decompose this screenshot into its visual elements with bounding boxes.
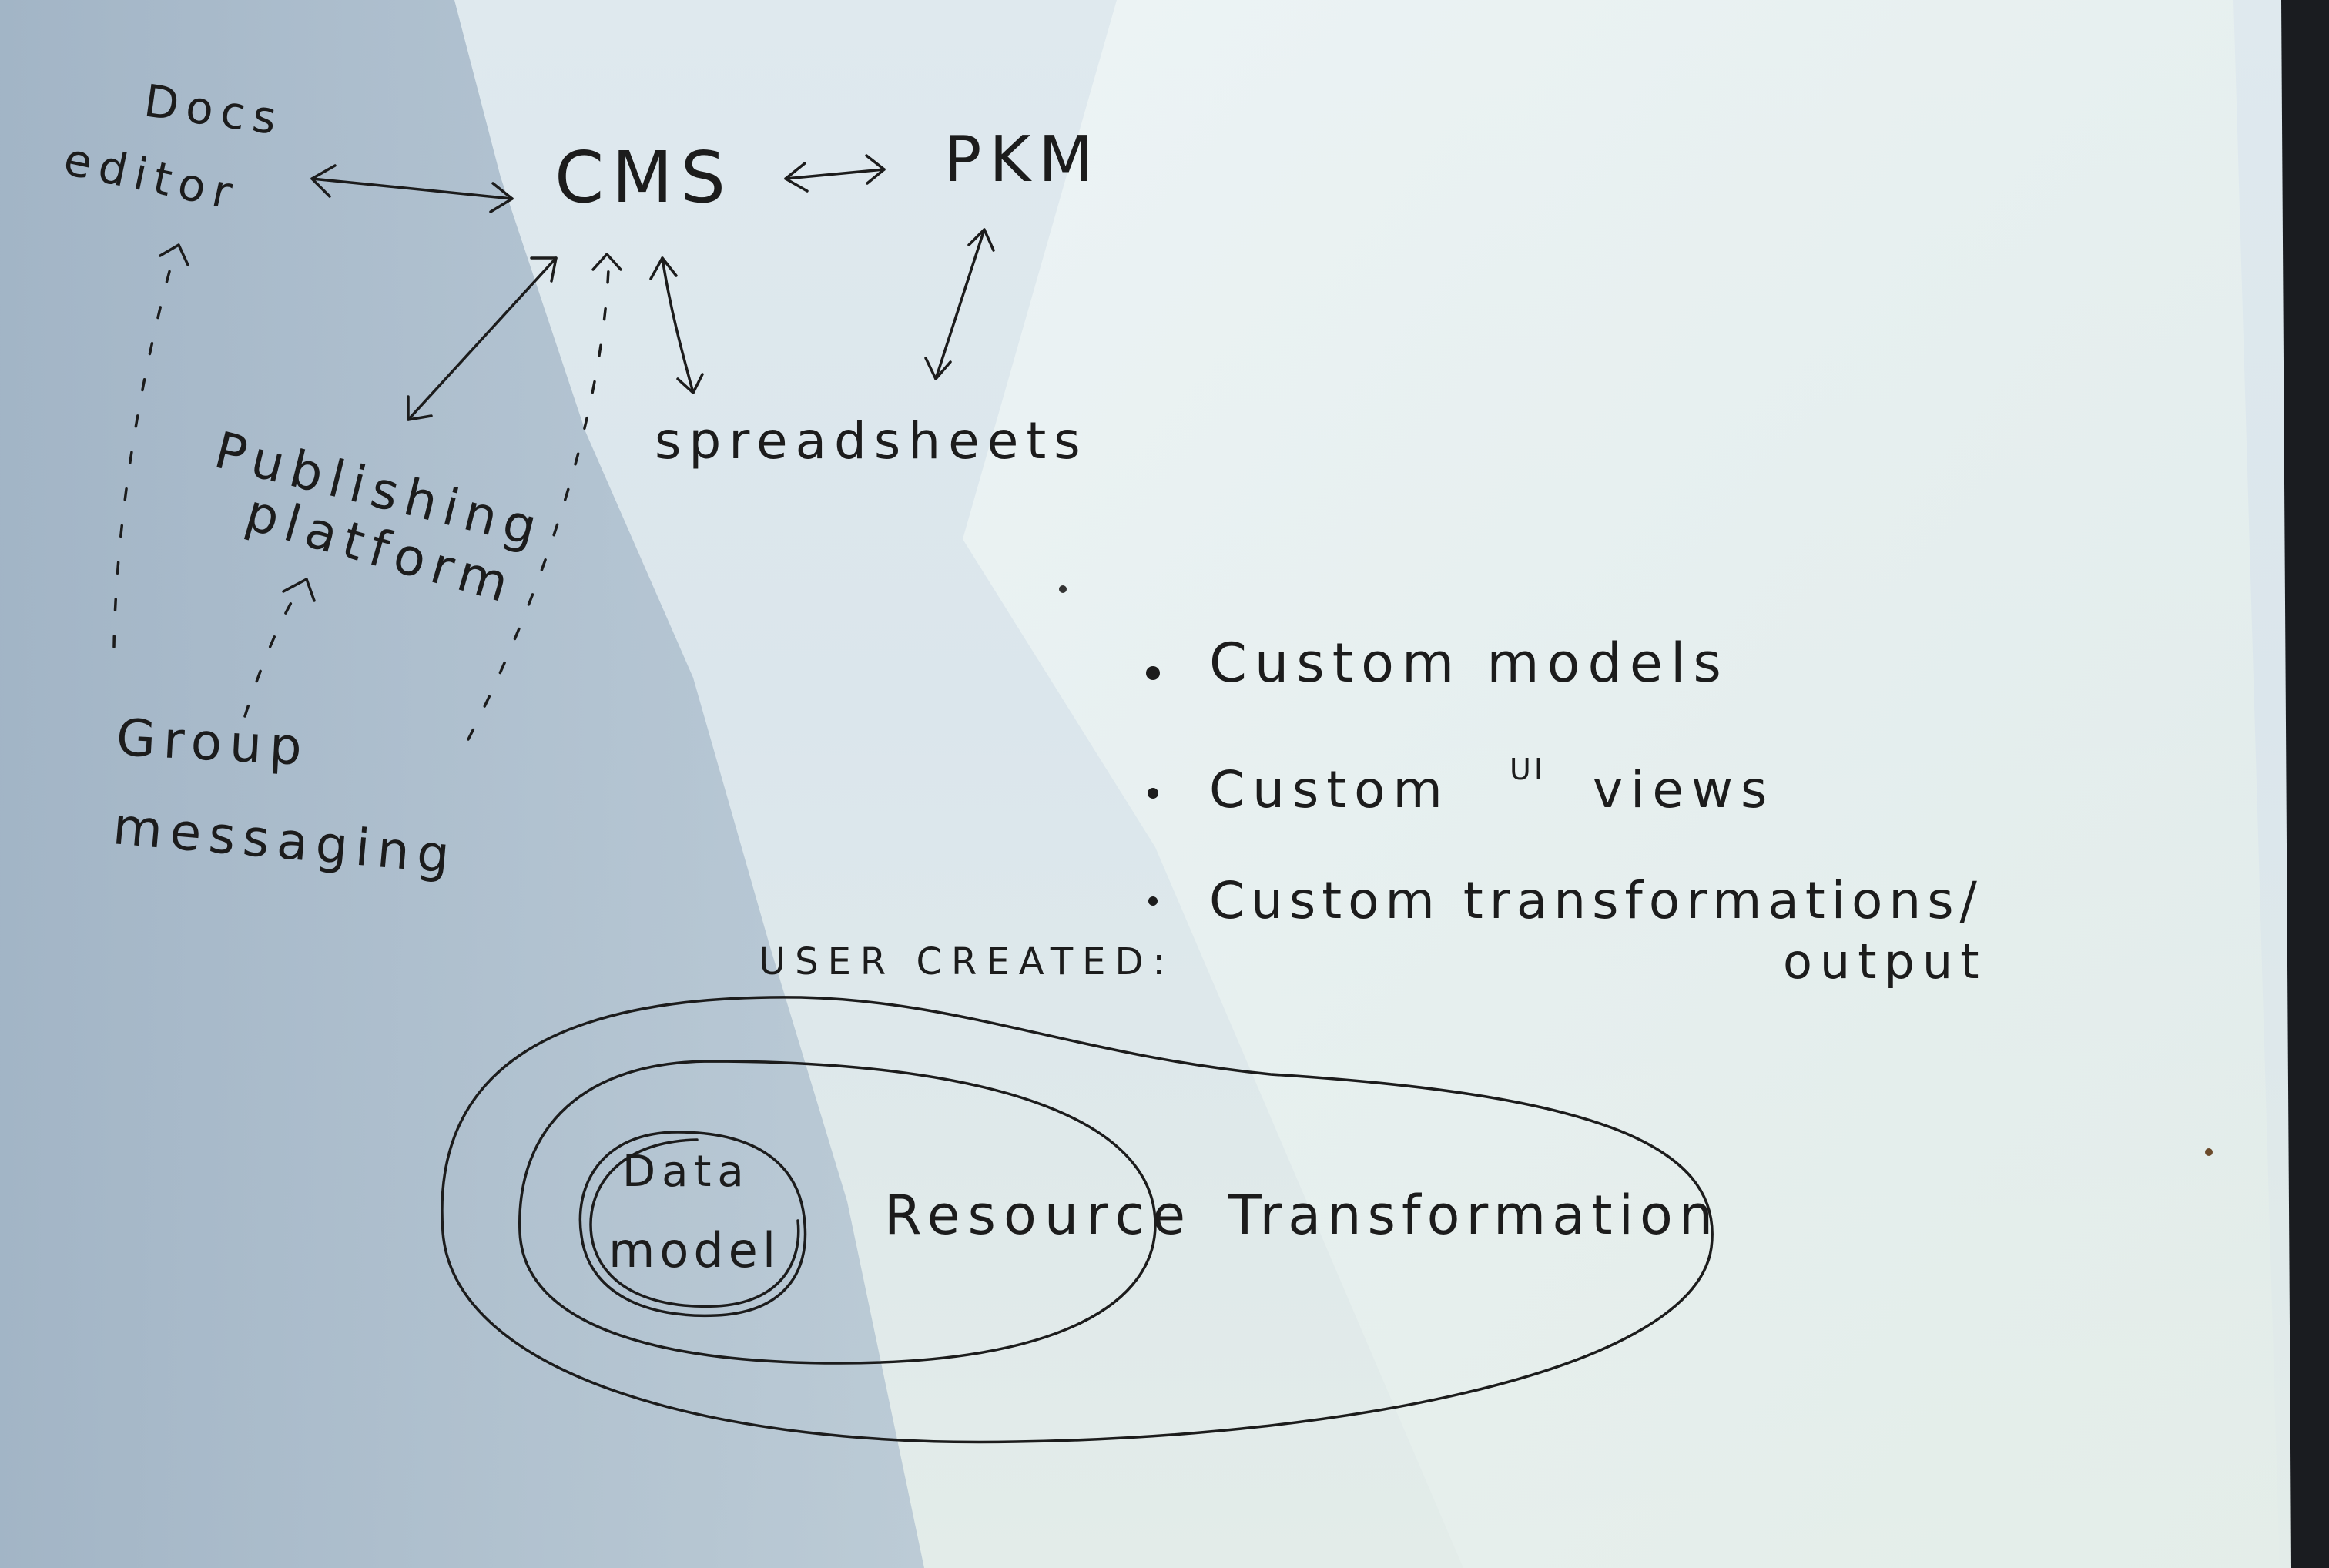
user-created-diagram: Data model Resource Transformation — [441, 996, 1719, 1444]
layer-data-model-line2: model — [608, 1222, 780, 1278]
dashed-messaging-cms — [467, 253, 622, 741]
arrow-cms-pkm — [784, 154, 886, 193]
oval-data-model — [578, 1131, 807, 1318]
ink-dot — [2205, 1148, 2213, 1156]
bullet-2 — [1148, 788, 1158, 799]
dashed-messaging-publishing — [243, 578, 316, 718]
docs-editor-line2: editor — [59, 132, 244, 220]
node-publishing-platform: Publishing platform — [209, 420, 550, 616]
shadow-region — [0, 0, 924, 1568]
docs-editor-line1: Docs — [141, 75, 287, 146]
feature-list: Custom models Custom UI views Custom tra… — [1146, 632, 1987, 990]
bullet-3 — [1148, 896, 1158, 906]
node-spreadsheets: spreadsheets — [655, 411, 1088, 471]
user-created-label: USER CREATED: — [759, 940, 1175, 983]
node-docs-editor: Docs editor — [59, 75, 287, 221]
oval-transformation — [441, 996, 1714, 1444]
feature-custom-ui-views-custom: Custom — [1209, 760, 1450, 819]
node-cms: CMS — [555, 136, 733, 219]
arrow-pkm-spreadsheets — [924, 228, 995, 380]
layer-transformation: Transformation — [1228, 1184, 1719, 1247]
bullet-1 — [1146, 666, 1160, 680]
feature-custom-models: Custom models — [1209, 632, 1729, 695]
layer-data-model-line1: Data — [622, 1147, 750, 1197]
oval-resource — [518, 1060, 1157, 1365]
arrow-docs-cms — [310, 164, 514, 213]
group-messaging-line1: Group — [115, 708, 311, 777]
group-messaging-line2: messaging — [111, 796, 460, 886]
arrow-cms-publishing — [407, 256, 558, 421]
feature-custom-ui-views-views: views — [1593, 760, 1774, 819]
ink-dot — [1059, 585, 1067, 593]
arrow-cms-spreadsheets — [649, 256, 704, 394]
feature-custom-transformations: Custom transformations/ — [1209, 871, 1983, 930]
feature-output: output — [1783, 933, 1987, 990]
node-group-messaging: Group messaging — [111, 708, 460, 886]
page-edge — [2281, 0, 2329, 1568]
layer-resource: Resource — [884, 1184, 1193, 1247]
sunlit-region — [963, 0, 2280, 1568]
dashed-messaging-docs — [112, 243, 189, 648]
node-pkm: PKM — [943, 123, 1101, 196]
feature-custom-ui-views-sup: UI — [1510, 752, 1546, 786]
oval-data-model-retrace — [589, 1138, 800, 1308]
